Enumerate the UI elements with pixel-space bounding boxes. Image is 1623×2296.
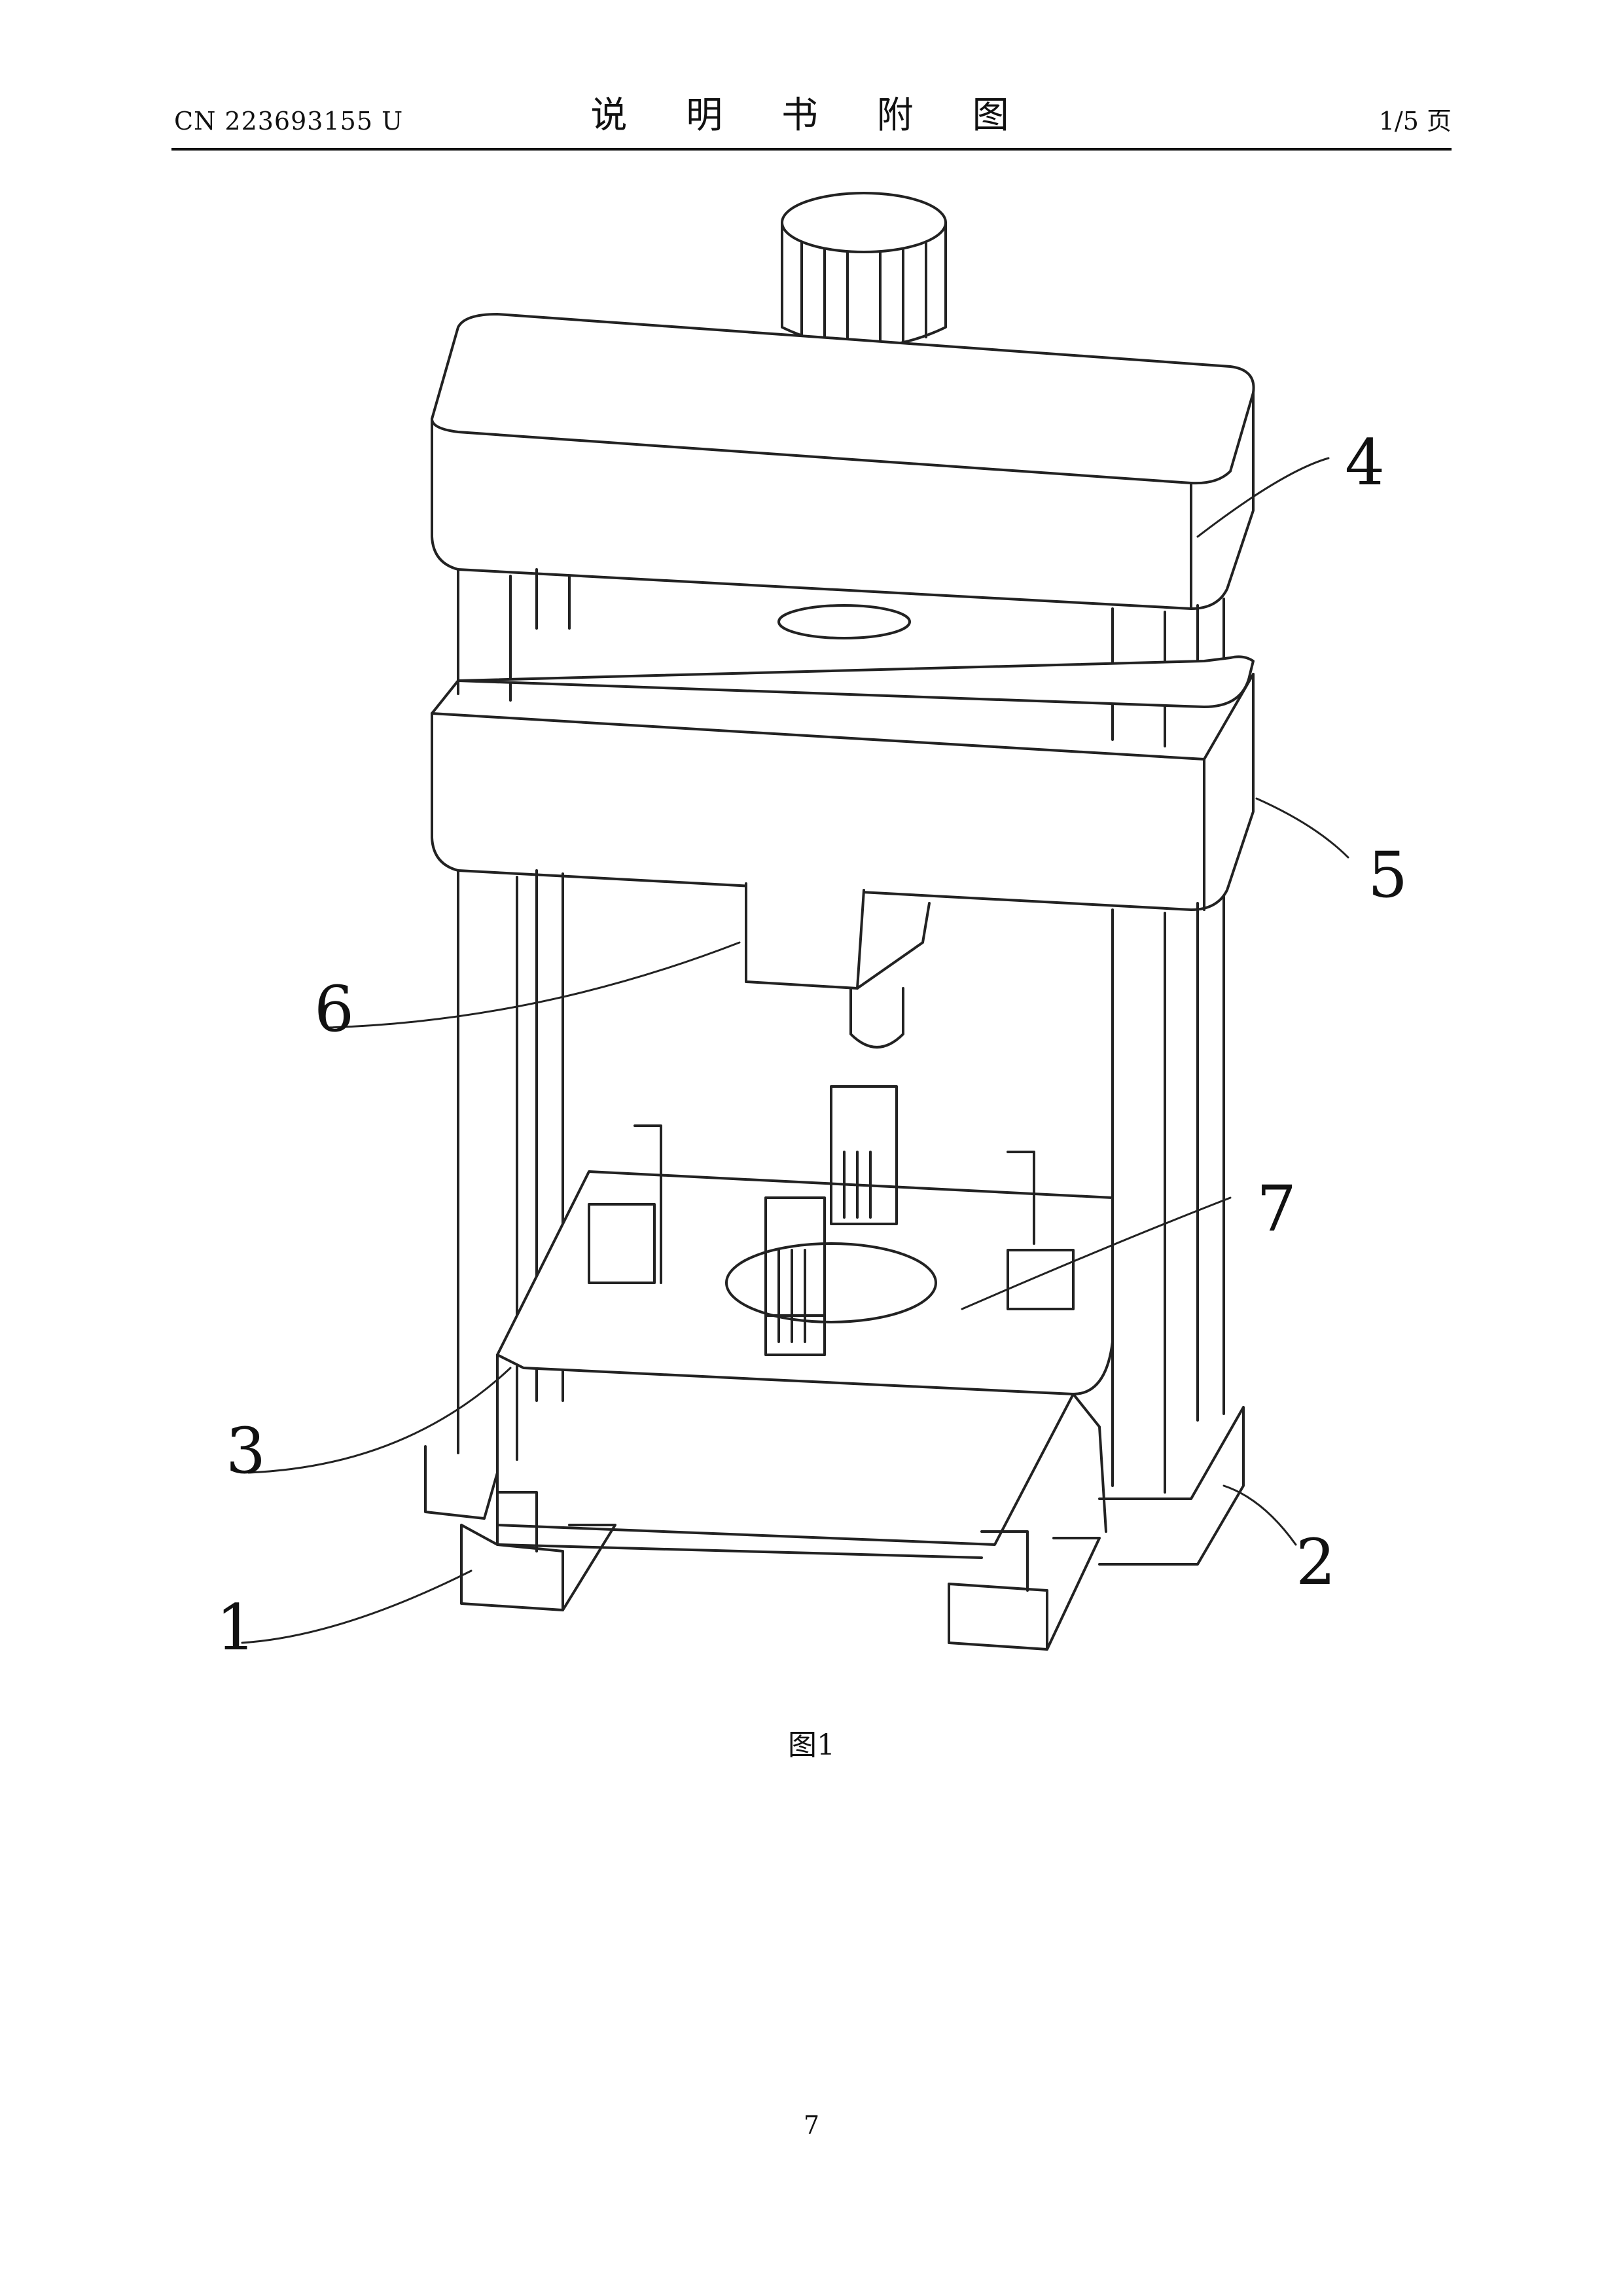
callout-3: 3 [226,1414,266,1488]
foot-right [949,1532,1099,1649]
callout-2: 2 [1296,1526,1336,1599]
upper-posts [458,569,1224,746]
foot-left [461,1492,615,1610]
middle-plate [432,656,1253,910]
callout-6: 6 [314,973,354,1046]
pressing-head [746,884,929,1047]
callout-1: 1 [216,1591,256,1664]
figure-caption: 图1 [0,1721,1623,1763]
base-frame [425,1407,1243,1564]
page-number: 7 [0,2111,1623,2140]
top-plate [432,314,1254,609]
callout-4: 4 [1345,426,1385,499]
top-knob [782,193,946,350]
callout-7: 7 [1257,1172,1296,1246]
leader-lines [242,458,1348,1643]
callout-5: 5 [1368,838,1408,912]
